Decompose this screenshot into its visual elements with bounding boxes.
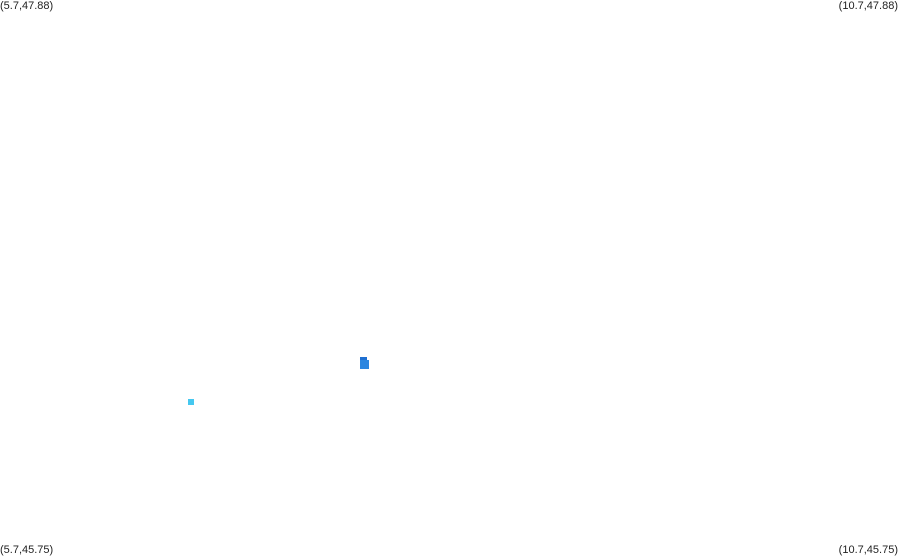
map-marker[interactable] (360, 359, 370, 369)
corner-label-top-left: (5.7,47.88) (0, 0, 54, 12)
corner-label-bottom-right: (10.7,45.75) (838, 544, 898, 556)
corner-label-bottom-left: (5.7,45.75) (0, 544, 54, 556)
map-marker[interactable] (187, 398, 194, 405)
corner-label-top-right: (10.7,47.88) (838, 0, 898, 12)
